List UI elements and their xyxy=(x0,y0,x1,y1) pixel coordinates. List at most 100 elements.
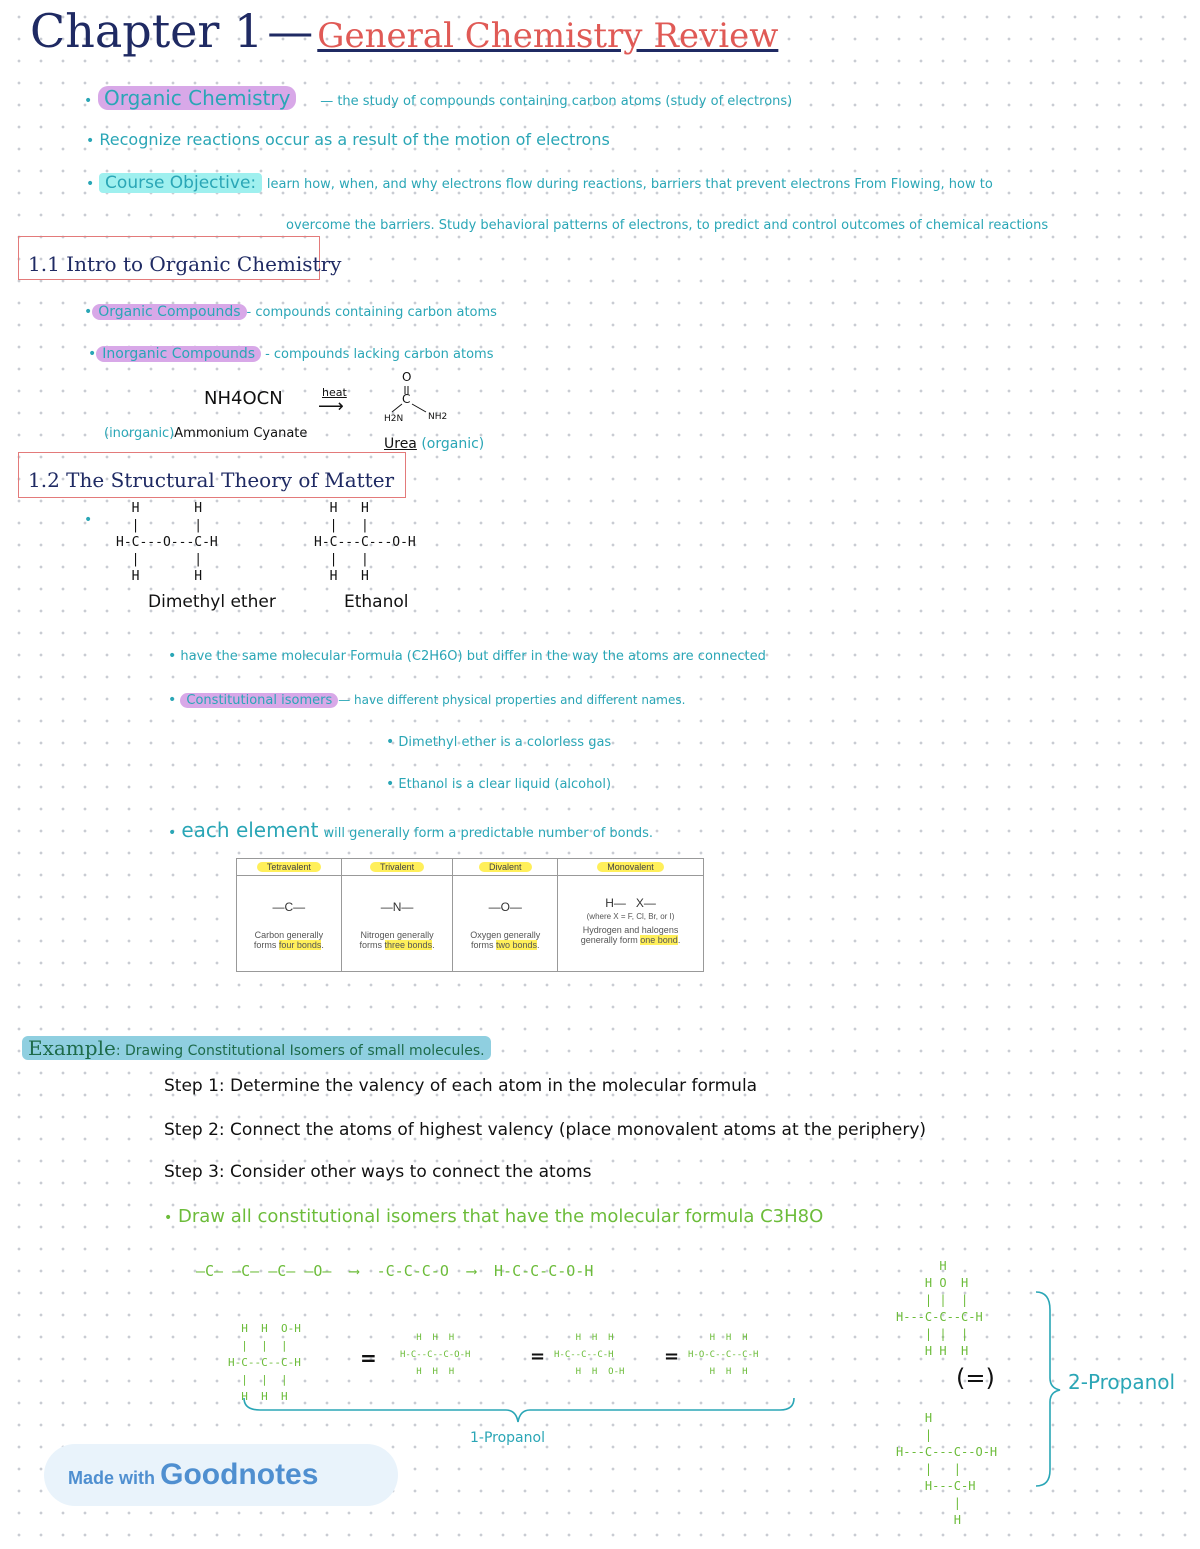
hydrogen-caption-1: Hydrogen and halogens xyxy=(582,925,679,935)
step-3: Step 3: Consider other ways to connect t… xyxy=(164,1162,592,1182)
halogen-note: (where X = F, Cl, Br, or I) xyxy=(586,912,675,921)
reaction-arrow: ⟶ xyxy=(318,396,344,417)
hydrogen-caption-2: generally form xyxy=(580,935,641,945)
intro-bullet-organic: • Organic Chemistry — the study of compo… xyxy=(84,86,793,110)
urea-right-group: NH2 xyxy=(428,412,448,422)
each-element-line: • each element will generally form a pre… xyxy=(168,818,654,842)
ethanol-structure: H H | | H-C---C---O-H | | H H xyxy=(314,501,416,584)
heat-label: heat xyxy=(322,386,347,399)
monovalent-bond-symbol: H— X— xyxy=(605,896,656,910)
label-2-propanol: 2-Propanol xyxy=(1068,1370,1176,1394)
recognize-text: Recognize reactions occur as a result of… xyxy=(99,130,610,149)
organic-chemistry-highlight: Organic Chemistry xyxy=(98,86,297,110)
carbon-caption-end: . xyxy=(321,940,324,950)
valency-body-row: —C— Carbon generally forms four bonds. —… xyxy=(236,875,704,972)
nitrogen-bond-symbol: —N— xyxy=(380,900,414,914)
reactant-name-line: (inorganic)Ammonium Cyanate xyxy=(104,426,307,441)
oxygen-caption-highlight: two bonds xyxy=(495,940,537,950)
nitrogen-caption-end: . xyxy=(432,940,435,950)
isopropanol-structure-2: H | H---C---C--O-H | | H---C-H | H xyxy=(896,1411,998,1527)
example-heading: Example: Drawing Constitutional Isomers … xyxy=(22,1036,491,1060)
equals-1: = xyxy=(360,1346,377,1370)
example-title: : Drawing Constitutional Isomers of smal… xyxy=(115,1043,485,1059)
structures-bullet: • xyxy=(84,512,93,528)
same-formula-text: have the same molecular Formula (C2H6O) … xyxy=(180,649,766,664)
step-1: Step 1: Determine the valency of each at… xyxy=(164,1076,758,1096)
propanol-structure-4: H H H H-O-C--C--C-H H H H xyxy=(688,1333,759,1377)
equivalence-symbol: (=) xyxy=(956,1364,995,1392)
tetravalent-cell: —C— Carbon generally forms four bonds. xyxy=(236,875,342,972)
valency-header-row: Tetravalent Trivalent Divalent Monovalen… xyxy=(236,858,704,876)
each-element-rest: will generally form a predictable number… xyxy=(323,826,654,841)
monovalent-cell: H— X— (where X = F, Cl, Br, or I) Hydrog… xyxy=(557,875,704,972)
propanol-structure-2: H H H H-C--C--C-O-H H H H xyxy=(400,1333,471,1377)
organic-compounds-highlight: Organic Compounds xyxy=(92,304,247,320)
ammonium-cyanate-label: Ammonium Cyanate xyxy=(174,426,308,441)
each-element-text: each element xyxy=(181,818,319,842)
isopropanol-structure-1: H H O H | | | H---C-C--C-H | | | H H H xyxy=(896,1259,983,1358)
carbon-bond-symbol: —C— xyxy=(272,900,306,914)
header-monovalent: Monovalent xyxy=(597,862,664,872)
carbon-caption-2: forms xyxy=(253,940,279,950)
carbon-caption-highlight: four bonds xyxy=(278,940,322,950)
hydrogen-caption-highlight: one bond xyxy=(640,935,678,945)
header-trivalent: Trivalent xyxy=(369,862,425,872)
chapter-number: Chapter 1 xyxy=(30,4,264,58)
goodnotes-logo-text: Goodnotes xyxy=(160,1458,319,1491)
course-objective-highlight: Course Objective: xyxy=(99,173,263,193)
inorganic-tag: (inorganic) xyxy=(104,426,175,441)
inorganic-compounds-definition: - compounds lacking carbon atoms xyxy=(265,347,494,362)
isomer-build-row: —C— —C— —C— —O— ⟶ -C-C-C-O ⟶ H-C-C-C-O-H xyxy=(196,1262,594,1280)
organic-chemistry-definition: — the study of compounds containing carb… xyxy=(320,94,793,109)
oxygen-caption-2: forms xyxy=(470,940,496,950)
organic-tag: (organic) xyxy=(421,436,485,452)
intro-bullet-objective: • Course Objective: learn how, when, and… xyxy=(86,173,993,193)
header-tetravalent: Tetravalent xyxy=(256,862,321,872)
nitrogen-caption-highlight: three bonds xyxy=(384,940,433,950)
title-dash: — xyxy=(267,4,314,58)
divalent-cell: —O— Oxygen generally forms two bonds. xyxy=(452,875,559,972)
oxygen-caption-end: . xyxy=(537,940,540,950)
chapter-title: Chapter 1—General Chemistry Review xyxy=(30,4,778,58)
urea-bonds xyxy=(391,386,427,413)
inorganic-compounds-line: •Inorganic Compounds- compounds lacking … xyxy=(88,346,494,362)
oxygen-caption-1: Oxygen generally xyxy=(470,930,541,940)
equals-3: = xyxy=(664,1346,680,1367)
trivalent-cell: —N— Nitrogen generally forms three bonds… xyxy=(340,875,454,972)
task-text: Draw all constitutional isomers that hav… xyxy=(178,1206,824,1227)
propanol-brace xyxy=(243,1397,795,1423)
intro-bullet-recognize: • Recognize reactions occur as a result … xyxy=(86,130,610,149)
constitutional-isomers-highlight: Constitutional isomers xyxy=(180,693,339,708)
hydrogen-caption-end: . xyxy=(677,935,681,945)
urea-oxygen: O xyxy=(402,370,412,384)
goodnotes-badge[interactable] xyxy=(44,1444,398,1506)
label-1-propanol: 1-Propanol xyxy=(470,1430,545,1446)
course-objective-text: learn how, when, and why electrons flow … xyxy=(266,177,993,192)
propanol-structure-1: H H O-H | | | H-C--C--C-H | | | H H H xyxy=(228,1322,301,1403)
ether-fact-line: • Dimethyl ether is a colorless gas xyxy=(386,734,612,750)
nitrogen-caption-2: forms xyxy=(359,940,385,950)
nitrogen-caption-1: Nitrogen generally xyxy=(360,930,434,940)
urea-carbon: C xyxy=(402,392,411,406)
urea-label: Urea xyxy=(384,436,417,452)
section-1-1-heading: 1.1 Intro to Organic Chemistry xyxy=(28,252,342,276)
oxygen-bond-symbol: —O— xyxy=(488,900,522,914)
section-1-2-box xyxy=(18,452,406,498)
header-divalent: Divalent xyxy=(478,862,532,872)
organic-compounds-definition: - compounds containing carbon atoms xyxy=(246,305,497,320)
ether-fact-text: Dimethyl ether is a colorless gas xyxy=(398,735,612,750)
section-1-1-box xyxy=(18,236,320,280)
course-objective-text-2: overcome the barriers. Study behavioral … xyxy=(286,218,1049,233)
example-label: Example xyxy=(28,1036,116,1060)
step-2: Step 2: Connect the atoms of highest val… xyxy=(164,1120,927,1140)
task-line: • Draw all constitutional isomers that h… xyxy=(164,1206,824,1227)
constitutional-isomers-line: • Constitutional isomers— have different… xyxy=(168,692,686,708)
inorganic-compounds-highlight: Inorganic Compounds xyxy=(96,346,262,362)
same-formula-line: • have the same molecular Formula (C2H6O… xyxy=(168,648,766,664)
urea-left-group: H2N xyxy=(384,414,404,424)
equals-2: = xyxy=(530,1346,546,1367)
organic-compounds-line: •Organic Compounds- compounds containing… xyxy=(84,304,497,320)
urea-name-line: Urea (organic) xyxy=(384,436,484,452)
made-with-label: Made with xyxy=(68,1468,156,1488)
section-1-2-heading: 1.2 The Structural Theory of Matter xyxy=(28,468,395,492)
